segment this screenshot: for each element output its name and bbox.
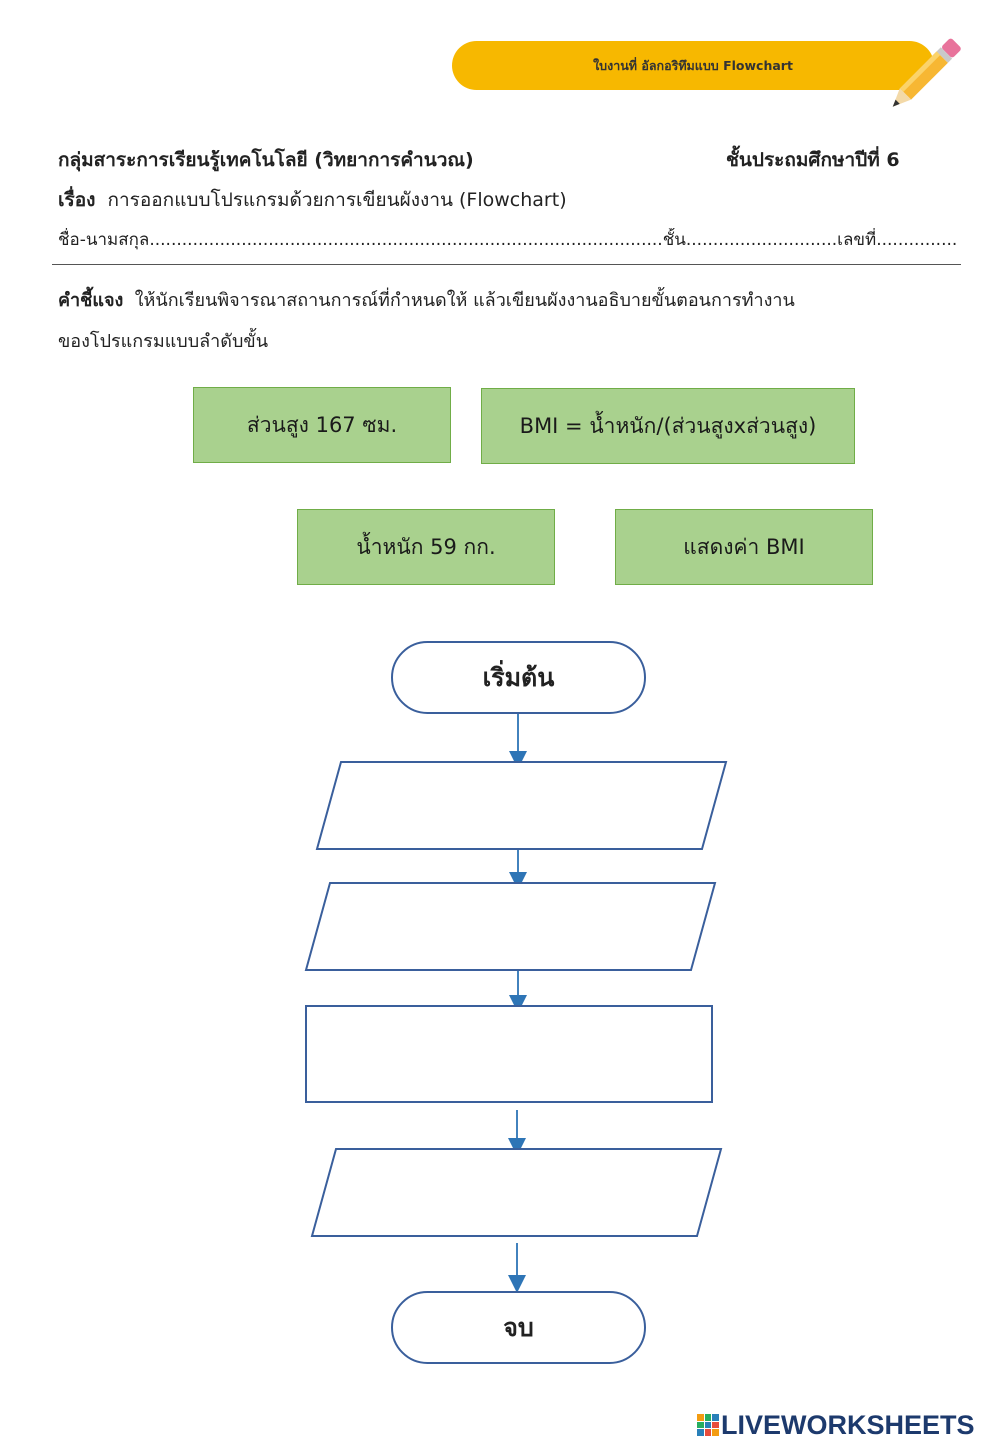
liveworksheets-logo: LIVEWORKSHEETS <box>697 1410 975 1440</box>
option-height[interactable]: ส่วนสูง 167 ซม. <box>193 387 451 463</box>
process-rectangle[interactable] <box>305 1005 713 1103</box>
student-info-line: ชื่อ-นามสกุล............................… <box>58 230 958 250</box>
output-parallelogram[interactable] <box>310 1148 723 1237</box>
worksheet-banner: ใบงานที่ อัลกอริทึมแบบ Flowchart <box>452 41 934 90</box>
topic-line: เรื่อง การออกแบบโปรแกรมด้วยการเขียนผังงา… <box>58 188 567 212</box>
input-parallelogram-1[interactable] <box>315 761 728 850</box>
start-label: เริ่มต้น <box>482 662 555 692</box>
banner-title: ใบงานที่ อัลกอริทึมแบบ Flowchart <box>593 57 793 73</box>
input-parallelogram-2[interactable] <box>304 882 717 971</box>
subject-heading: กลุ่มสาระการเรียนรู้เทคโนโลยี (วิทยาการค… <box>58 149 474 171</box>
option-weight[interactable]: น้ำหนัก 59 กก. <box>297 509 555 585</box>
instructions-label: คำชี้แจง <box>58 290 124 311</box>
instructions-line-1: คำชี้แจง ให้นักเรียนพิจารณาสถานการณ์ที่ก… <box>58 289 918 313</box>
start-terminal <box>391 641 646 714</box>
end-terminal <box>391 1291 646 1364</box>
liveworksheets-icon <box>697 1414 719 1436</box>
option-bmi-formula[interactable]: BMI = น้ำหนัก/(ส่วนสูงxส่วนสูง) <box>481 388 855 464</box>
end-label: จบ <box>503 1312 534 1342</box>
topic-label: เรื่อง <box>58 189 96 211</box>
grade-heading: ชั้นประถมศึกษาปีที่ 6 <box>726 149 900 171</box>
instructions-text-1: ให้นักเรียนพิจารณาสถานการณ์ที่กำหนดให้ แ… <box>134 290 795 311</box>
topic-value: การออกแบบโปรแกรมด้วยการเขียนผังงาน (Flow… <box>107 189 567 211</box>
option-display-bmi[interactable]: แสดงค่า BMI <box>615 509 873 585</box>
liveworksheets-brand: LIVEWORKSHEETS <box>721 1409 975 1440</box>
instructions-line-2: ของโปรแกรมแบบลำดับขั้น <box>58 331 269 352</box>
header-divider <box>52 264 961 265</box>
pencil-icon <box>892 38 961 107</box>
